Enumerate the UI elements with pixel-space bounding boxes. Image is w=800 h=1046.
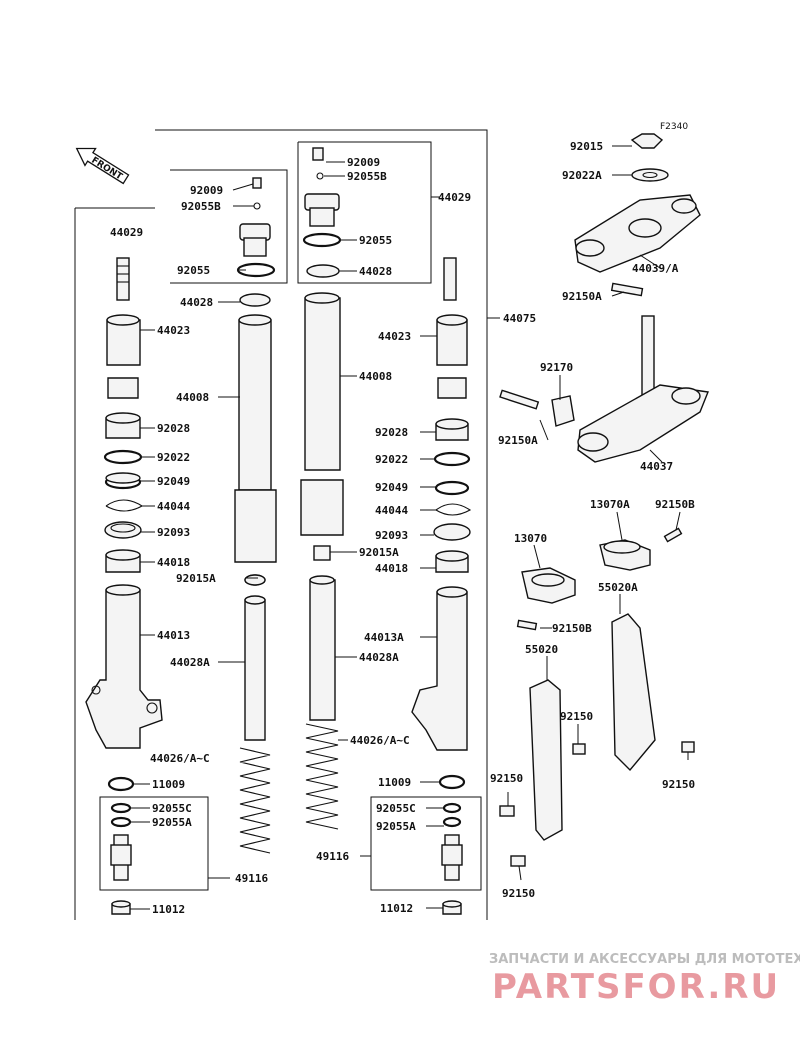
- label-92150a-top: 92150A: [562, 290, 602, 303]
- label-92009-center: 92009: [347, 156, 380, 169]
- label-55020: 55020: [525, 643, 558, 656]
- label-55020a: 55020A: [598, 581, 638, 594]
- label-44028a-left: 44028A: [170, 656, 210, 669]
- label-92150b-lower: 92150B: [552, 622, 592, 635]
- label-92170: 92170: [540, 361, 573, 374]
- label-44023-left: 44023: [157, 324, 190, 337]
- label-92055c-left: 92055C: [152, 802, 192, 815]
- label-92093-right: 92093: [375, 529, 408, 542]
- fork-guards: [499, 527, 695, 867]
- label-92093-left: 92093: [157, 526, 190, 539]
- watermark: ЗАПЧАСТИ И АКСЕССУАРЫ ДЛЯ МОТОТЕХНИКИ PA…: [489, 952, 800, 1007]
- label-92150-a: 92150: [560, 710, 593, 723]
- label-44008-left: 44008: [176, 391, 209, 404]
- label-11012-right: 11012: [380, 902, 413, 915]
- label-92049-right: 92049: [375, 481, 408, 494]
- label-92055-center: 92055: [359, 234, 392, 247]
- label-92150-d: 92150: [502, 887, 535, 900]
- label-92022-right: 92022: [375, 453, 408, 466]
- label-44018-right: 44018: [375, 562, 408, 575]
- label-92028-right: 92028: [375, 426, 408, 439]
- label-92055c-right: 92055C: [376, 802, 416, 815]
- label-92150-c: 92150: [490, 772, 523, 785]
- label-92015a-left: 92015A: [176, 572, 216, 585]
- label-44028-left: 44028: [180, 296, 213, 309]
- label-44008-center: 44008: [359, 370, 392, 383]
- label-44028-center: 44028: [359, 265, 392, 278]
- label-92055a-left: 92055A: [152, 816, 192, 829]
- label-44044-right: 44044: [375, 504, 408, 517]
- label-44028a-center: 44028A: [359, 651, 399, 664]
- label-13070: 13070: [514, 532, 547, 545]
- label-49116-left: 49116: [235, 872, 268, 885]
- label-92055b-left: 92055B: [181, 200, 221, 213]
- front-arrow-icon: FRONT: [75, 147, 130, 185]
- label-92150a-lower: 92150A: [498, 434, 538, 447]
- watermark-brand: PARTSFOR.RU: [492, 967, 780, 1007]
- label-92028-left: 92028: [157, 422, 190, 435]
- label-44018-left: 44018: [157, 556, 190, 569]
- label-92055-left: 92055: [177, 264, 210, 277]
- label-11009-right: 11009: [378, 776, 411, 789]
- label-44044-left: 44044: [157, 500, 190, 513]
- label-44026-center: 44026/A~C: [350, 734, 410, 747]
- label-92022-left: 92022: [157, 451, 190, 464]
- label-92022a: 92022A: [562, 169, 602, 182]
- label-44075: 44075: [503, 312, 536, 325]
- label-44023-right: 44023: [378, 330, 411, 343]
- label-92055a-right: 92055A: [376, 820, 416, 833]
- label-92055b-center: 92055B: [347, 170, 387, 183]
- label-44039: 44039/A: [632, 262, 679, 275]
- part-labels: 92009 92055B 44029 92055 44028 44023 440…: [110, 140, 695, 916]
- callout-frames: [74, 129, 488, 920]
- label-92049-left: 92049: [157, 475, 190, 488]
- label-92015: 92015: [570, 140, 603, 153]
- triple-clamp-assembly: [499, 133, 709, 463]
- right-fork-leg: [411, 257, 472, 915]
- center-fork-parts: [244, 147, 344, 830]
- label-92150-b: 92150: [662, 778, 695, 791]
- label-44013: 44013: [157, 629, 190, 642]
- left-fork-leg: [85, 177, 277, 915]
- label-11012-left: 11012: [152, 903, 185, 916]
- figure-code: F2340: [660, 122, 688, 132]
- label-92009-left: 92009: [190, 184, 223, 197]
- leader-lines: [130, 145, 689, 910]
- label-44029-center: 44029: [438, 191, 471, 204]
- label-44037: 44037: [640, 460, 673, 473]
- label-49116-right: 49116: [316, 850, 349, 863]
- label-44013a: 44013A: [364, 631, 404, 644]
- label-44029-left: 44029: [110, 226, 143, 239]
- label-13070a: 13070A: [590, 498, 630, 511]
- label-44026-left: 44026/A~C: [150, 752, 210, 765]
- label-92150b-top: 92150B: [655, 498, 695, 511]
- watermark-subtitle: ЗАПЧАСТИ И АКСЕССУАРЫ ДЛЯ МОТОТЕХНИКИ: [489, 952, 800, 967]
- label-92015a-center: 92015A: [359, 546, 399, 559]
- label-11009-left: 11009: [152, 778, 185, 791]
